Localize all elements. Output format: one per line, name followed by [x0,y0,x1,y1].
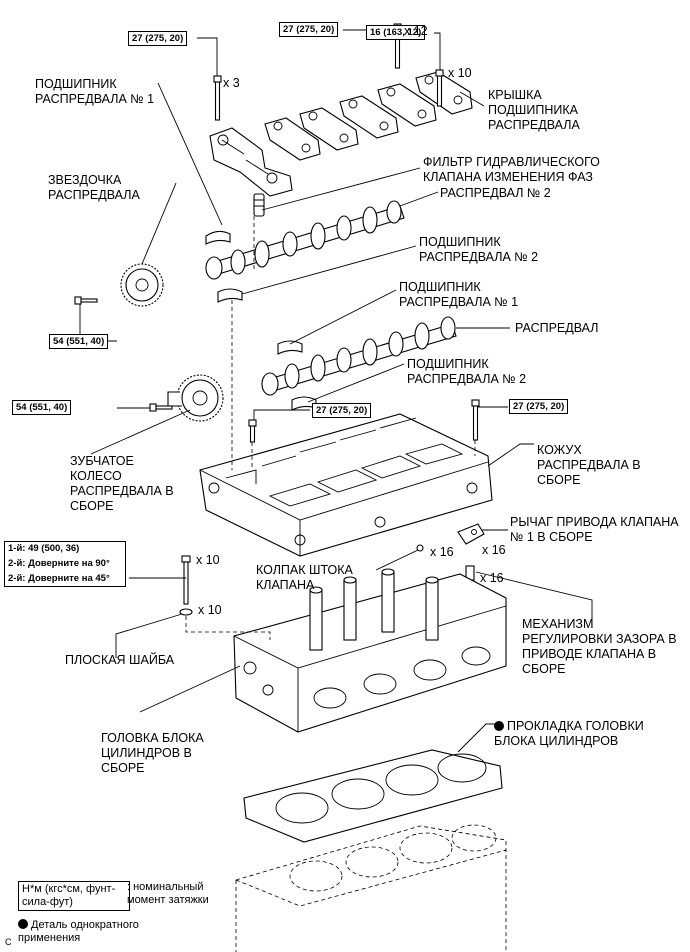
valve-cap-shape [416,544,424,552]
torque-box-housing-bolt-small: 27 (275, 20) [312,403,372,418]
qty-x10-top: x 10 [448,66,472,80]
legend-unit-desc: : номинальный момент затяжки [127,881,209,906]
torque-box-head-bolt: 1-й: 49 (500, 36) 2-й: Доверните на 90° … [4,541,126,587]
torque-box-gear-bolt: 54 (551, 40) [12,400,72,415]
bolt-54-upper [74,296,98,305]
label-sprocket: ЗВЕЗДОЧКА РАСПРЕДВАЛА [48,173,140,202]
bolt-27-small [248,419,257,443]
label-bearing-no2-upper: ПОДШИПНИК РАСПРЕДВАЛА № 2 [419,235,539,264]
qty-x16-rocker: x 16 [482,543,506,557]
head-bolt-step-2: 2-й: Доверните на 90° [8,558,110,569]
sprocket-shape [120,263,164,307]
label-bearing-cap: КРЫШКА ПОДШИПНИКА РАСПРЕДВАЛА [488,88,580,132]
bolt-54-lower [149,403,173,412]
torque-box-cap-bolts-x12: 27 (275, 20) [279,22,339,37]
bearing-cap-group [209,71,473,197]
qty-x3: x 3 [223,76,240,90]
head-bolt-step-3: 2-й: Доверните на 45° [8,573,110,584]
qty-x16-adjuster: x 16 [480,571,504,585]
label-head-gasket: ПРОКЛАДКА ГОЛОВКИ БЛОКА ЦИЛИНДРОВ [494,719,664,749]
label-rocker-arm: РЫЧАГ ПРИВОДА КЛАПАНА № 1 В СБОРЕ [510,515,679,544]
legend-unit-box: Н*м (кгс*см, фунт-сила-фут) [18,881,130,911]
torque-box-sprocket-bolt: 54 (551, 40) [49,334,109,349]
bearing-half-2 [217,288,243,303]
label-housing: КОЖУХ РАСПРЕДВАЛА В СБОРЕ [537,443,641,487]
leader-lines [79,24,593,753]
head-gasket-shape [243,749,503,843]
torque-box-bearing-cap-bolts: 27 (275, 20) [128,31,188,46]
bolt-x10-top [435,69,444,107]
label-cylinder-head: ГОЛОВКА БЛОКА ЦИЛИНДРОВ В СБОРЕ [101,731,204,775]
bearing-half-3 [277,340,303,355]
head-bolt-step-1: 1-й: 49 (500, 36) [8,543,80,554]
label-camshaft-no2: РАСПРЕДВАЛ № 2 [440,186,551,200]
label-timing-gear: ЗУБЧАТОЕ КОЛЕСО РАСПРЕДВАЛА В СБОРЕ [70,454,174,513]
qty-x12: x 12 [404,24,428,38]
cylinder-block-shape [235,824,507,952]
bolt-x3 [213,75,222,121]
bolt-27-long [471,399,480,441]
label-valve-cap: КОЛПАК ШТОКА КЛАПАНА [256,563,353,592]
single-use-dot-icon [494,721,504,731]
qty-x16-valve-cap: x 16 [430,545,454,559]
head-bolt-shape [181,555,191,605]
torque-box-cap-bolts-x10: 16 (163, 12) [366,25,426,40]
label-camshaft: РАСПРЕДВАЛ [515,321,599,335]
camshaft-no2-shape [205,200,405,280]
rocker-arm-shape [457,523,485,545]
head-gasket-text: ПРОКЛАДКА ГОЛОВКИ БЛОКА ЦИЛИНДРОВ [494,719,644,748]
legend-single-use: Деталь однократного применения [18,919,178,945]
legend-dot-icon [18,919,28,929]
flat-washer-shape [179,608,193,616]
label-bearing-no2-lower: ПОДШИПНИК РАСПРЕДВАЛА № 2 [407,357,527,386]
timing-gear-shape [167,374,224,422]
camshaft-housing-shape [199,413,493,557]
label-lash-adjuster: МЕХАНИЗМ РЕГУЛИРОВКИ ЗАЗОРА В ПРИВОДЕ КЛ… [522,617,677,676]
camshaft-shape [261,316,457,396]
legend-single-use-text: Деталь однократного применения [18,919,139,944]
label-bearing-no1-lower: ПОДШИПНИК РАСПРЕДВАЛА № 1 [399,280,519,309]
qty-x10-washer: x 10 [198,603,222,617]
bearing-half-1 [205,230,231,245]
corner-mark: C [5,937,12,947]
label-bearing-no1-top: ПОДШИПНИК РАСПРЕДВАЛА № 1 [35,77,155,106]
label-flat-washer: ПЛОСКАЯ ШАЙБА [65,653,175,667]
label-oil-filter: ФИЛЬТР ГИДРАВЛИЧЕСКОГО КЛАПАНА ИЗМЕНЕНИЯ… [423,155,600,184]
torque-box-housing-bolt-long: 27 (275, 20) [509,399,569,414]
qty-x10-head-bolt: x 10 [196,553,220,567]
oil-filter [253,193,265,217]
cylinder-head-shape [233,568,507,733]
